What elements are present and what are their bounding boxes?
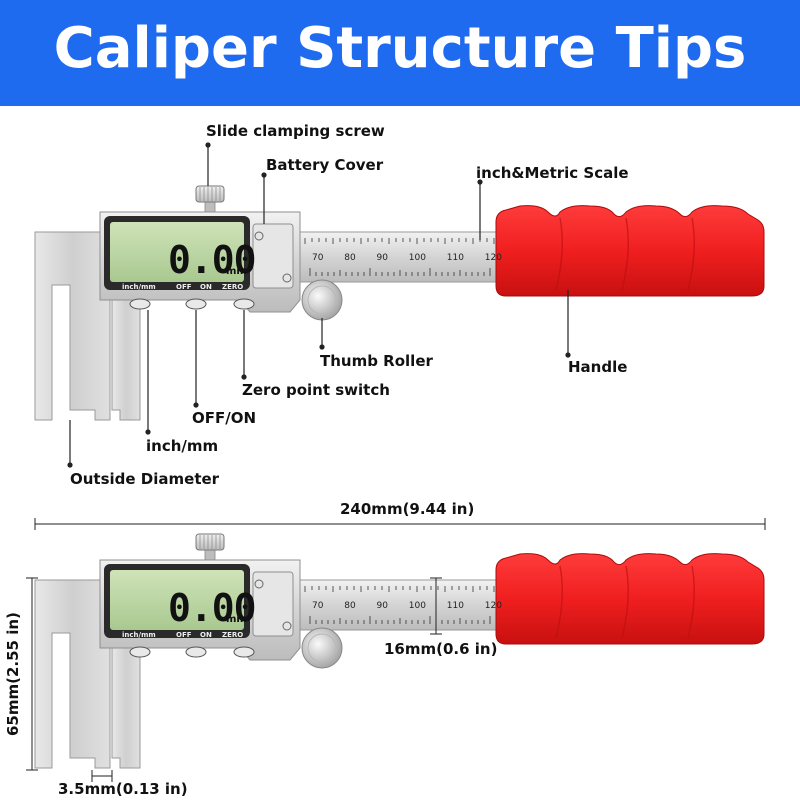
label-handle: Handle	[568, 358, 628, 376]
btn-label-inch-mm-top: inch/mm	[122, 283, 156, 291]
dimension-height: 65mm(2.55 in)	[4, 612, 22, 736]
label-zero-point-switch: Zero point switch	[242, 381, 390, 399]
scale-numbers-top: 70 80 90 100 110 120	[312, 253, 502, 263]
label-slide-clamping-screw: Slide clamping screw	[206, 122, 385, 140]
lcd-reading-bottom: 0.00	[168, 586, 257, 630]
btn-label-on-bottom: ON	[200, 631, 212, 639]
label-inch-mm: inch/mm	[146, 437, 219, 455]
label-scale: inch&Metric Scale	[476, 164, 629, 182]
scale-number: 100	[408, 253, 426, 263]
scale-number: 110	[446, 253, 464, 263]
caliper-top	[34, 185, 765, 421]
header-banner: Caliper Structure Tips	[0, 0, 800, 106]
dimension-lines	[26, 518, 766, 782]
leader-lines	[67, 142, 571, 468]
scale-number: 90	[376, 601, 388, 611]
scale-number: 80	[344, 601, 356, 611]
lcd-unit-bottom: mm	[226, 614, 247, 625]
label-thumb-roller: Thumb Roller	[320, 352, 433, 370]
dimension-tip: 3.5mm(0.13 in)	[58, 780, 188, 798]
label-battery-cover: Battery Cover	[266, 156, 384, 174]
page-title: Caliper Structure Tips	[53, 16, 747, 81]
btn-label-off-bottom: OFF	[176, 631, 192, 639]
btn-label-zero-bottom: ZERO	[222, 631, 244, 639]
btn-label-inch-mm-bottom: inch/mm	[122, 631, 156, 639]
scale-number: 120	[484, 253, 502, 263]
scale-number: 70	[312, 253, 324, 263]
btn-label-off-top: OFF	[176, 283, 192, 291]
lcd-reading-top: 0.00	[168, 238, 257, 282]
btn-label-zero-top: ZERO	[222, 283, 244, 291]
label-off-on: OFF/ON	[192, 409, 257, 427]
dimension-length: 240mm(9.44 in)	[340, 500, 475, 518]
dimension-thickness: 16mm(0.6 in)	[384, 640, 498, 658]
scale-number: 110	[446, 601, 464, 611]
scale-number: 100	[408, 601, 426, 611]
lcd-unit-top: mm	[226, 266, 247, 277]
label-outside-diameter: Outside Diameter	[70, 470, 220, 488]
btn-label-on-top: ON	[200, 283, 212, 291]
scale-number: 70	[312, 601, 324, 611]
scale-number: 80	[344, 253, 356, 263]
scale-numbers-bottom: 70 80 90 100 110 120	[312, 601, 502, 611]
scale-number: 120	[484, 601, 502, 611]
scale-number: 90	[376, 253, 388, 263]
